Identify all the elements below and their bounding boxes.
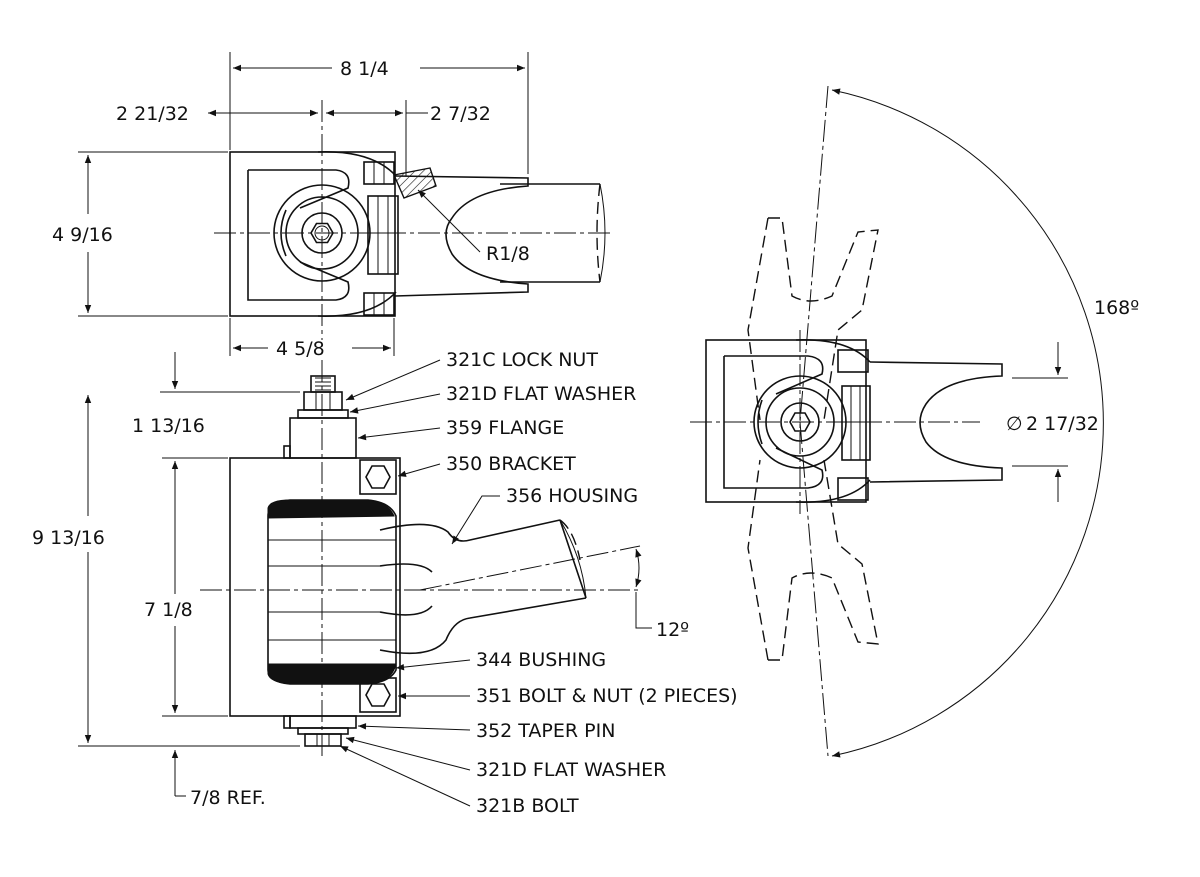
swing-phantom-upper xyxy=(768,217,879,421)
top-bolt-head-upper xyxy=(363,161,395,185)
dim-fillet-radius: R1/8 xyxy=(486,243,530,265)
top-weld-section xyxy=(393,167,437,199)
swing-bracket-pocket xyxy=(723,355,824,489)
front-flat-washer-top xyxy=(297,409,349,419)
top-view: 8 1/4 2 21/32 2 7/32 4 9/16 R1/8 4 5/8 xyxy=(52,52,612,360)
swing-view: 168º ∅ 2 17/32 xyxy=(690,85,1139,758)
top-tube-break-left xyxy=(596,183,601,283)
part-label: 351 BOLT & NUT (2 PIECES) xyxy=(476,685,738,707)
front-bolt-head xyxy=(304,733,342,747)
front-tube-break xyxy=(559,519,581,561)
swing-bolt-head-upper xyxy=(837,349,869,373)
top-housing-yoke xyxy=(394,175,529,297)
front-taper-pin-plate xyxy=(289,715,357,729)
front-housing-neck xyxy=(379,563,433,616)
dim-bottom-width: 4 5/8 xyxy=(276,338,325,360)
front-tilt-centerline xyxy=(419,545,641,591)
top-bracket-outline xyxy=(229,151,396,317)
swing-radial-line-upper xyxy=(799,85,829,423)
dim-top-extension: 1 13/16 xyxy=(132,415,205,437)
front-flange xyxy=(289,417,357,459)
top-slot-left xyxy=(280,209,287,257)
top-pin-block xyxy=(367,195,399,275)
dim-top-height: 4 9/16 xyxy=(52,224,113,246)
front-housing-arm xyxy=(379,519,587,655)
part-label: 356 HOUSING xyxy=(506,485,638,507)
dim-left-offset: 2 21/32 xyxy=(116,103,189,125)
swing-radial-line-lower xyxy=(799,421,829,757)
dim-tilt-angle: 12º xyxy=(656,619,689,641)
swing-angle-arc xyxy=(831,88,1104,758)
part-label: 321D FLAT WASHER xyxy=(446,383,636,405)
part-label: 350 BRACKET xyxy=(446,453,576,475)
swing-pin-block xyxy=(841,385,871,461)
front-view: 1 13/16 9 13/16 7 1/8 12º 7/8 REF. 321C … xyxy=(32,349,738,817)
part-label: 359 FLANGE xyxy=(446,417,564,439)
dim-tube-diameter: 2 17/32 xyxy=(1026,413,1099,435)
front-bracket-bolt-upper xyxy=(359,459,397,495)
part-label: 321D FLAT WASHER xyxy=(476,759,666,781)
dim-overall-width: 8 1/4 xyxy=(340,58,389,80)
part-label: 352 TAPER PIN xyxy=(476,720,615,742)
swing-hex-nut xyxy=(789,412,811,432)
top-tube-outline xyxy=(500,183,600,283)
swing-bracket-outline xyxy=(705,339,867,503)
dim-bottom-ref: 7/8 REF. xyxy=(190,787,266,809)
dim-bracket-height: 7 1/8 xyxy=(144,599,193,621)
part-label: 344 BUSHING xyxy=(476,649,606,671)
top-bracket-pocket xyxy=(247,169,350,301)
swing-phantom-lower xyxy=(768,459,879,661)
dim-swing-angle: 168º xyxy=(1094,297,1139,319)
front-bushing-band-lower xyxy=(267,663,397,685)
diameter-symbol: ∅ xyxy=(1006,413,1023,435)
dim-right-offset: 2 7/32 xyxy=(430,103,491,125)
front-lock-nut xyxy=(303,391,343,411)
front-bushing-body xyxy=(267,499,397,685)
part-label: 321B BOLT xyxy=(476,795,579,817)
part-label: 321C LOCK NUT xyxy=(446,349,598,371)
front-bushing-band-upper xyxy=(267,499,395,519)
top-bolt-head-lower xyxy=(363,292,395,316)
dim-overall-height: 9 13/16 xyxy=(32,527,105,549)
front-flat-washer-bottom xyxy=(297,727,349,735)
